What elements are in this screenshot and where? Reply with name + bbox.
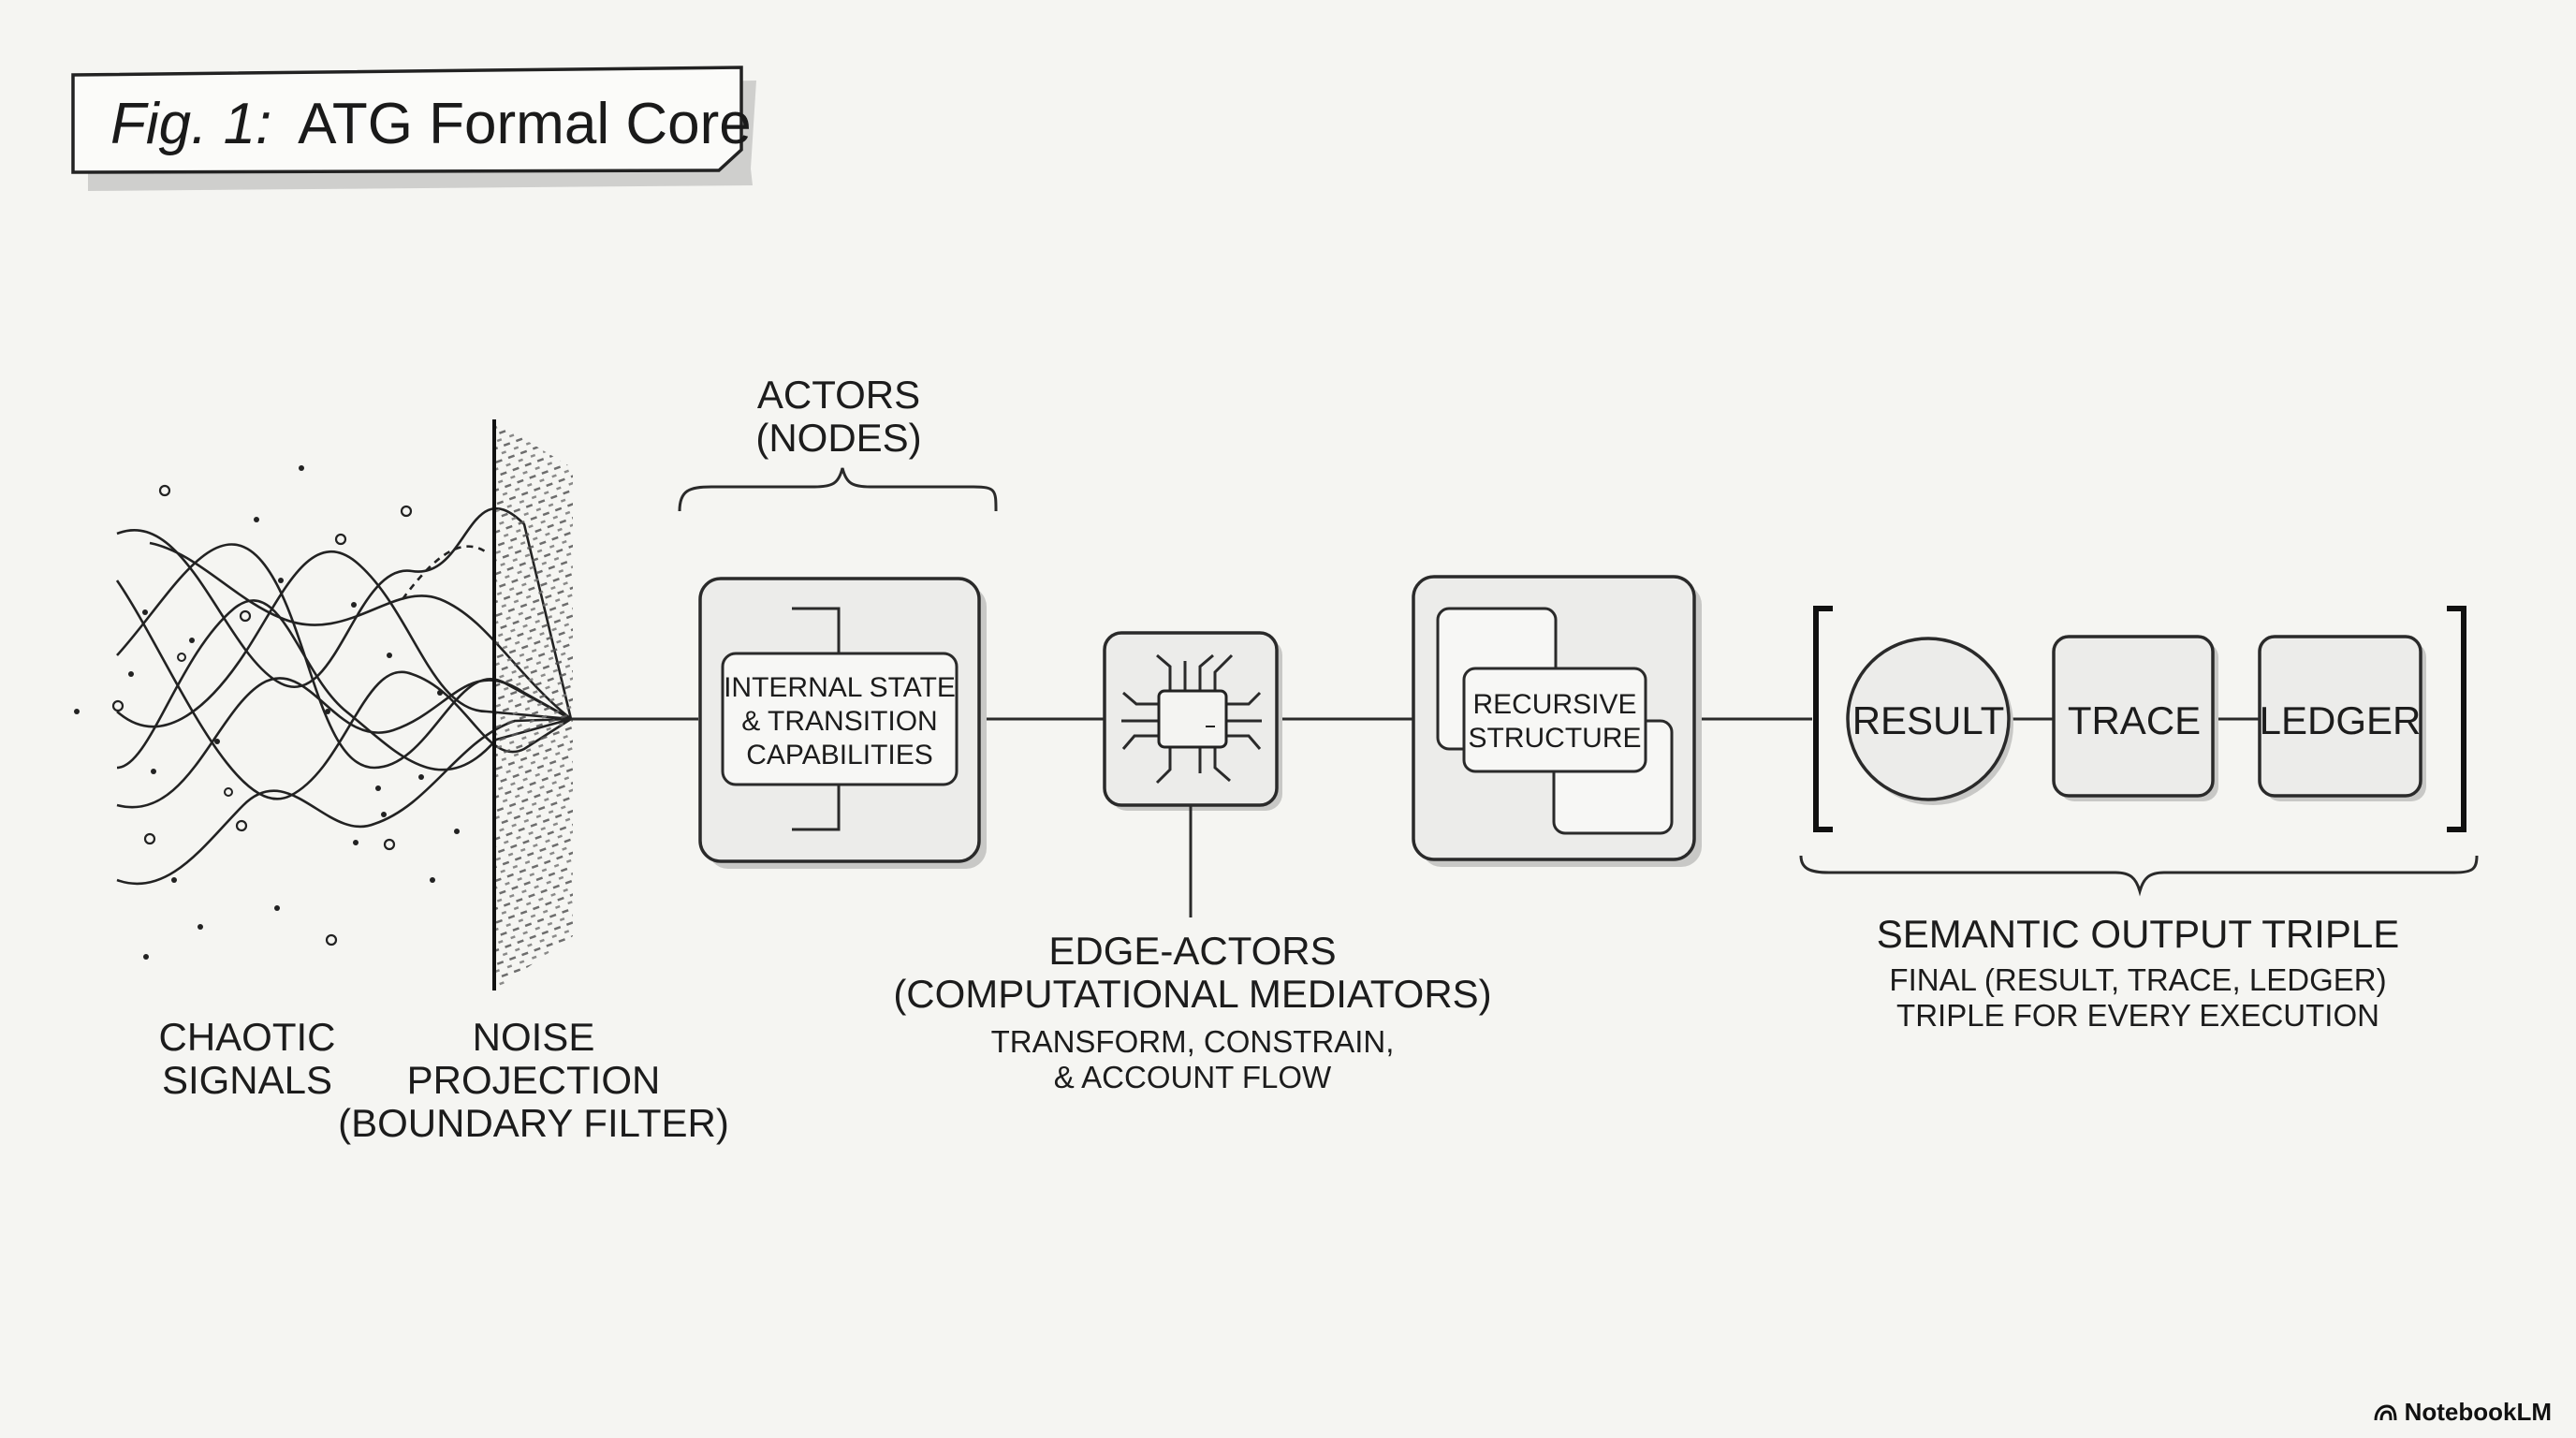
output-bracket-left <box>1813 606 1833 832</box>
ledger-label: LEDGER <box>2260 698 2422 742</box>
figure-number: Fig. 1: <box>110 92 271 156</box>
notebooklm-brand: NotebookLM <box>2373 1398 2552 1427</box>
actors-header-line1: ACTORS <box>757 373 920 417</box>
output-triple-desc-line2: TRIPLE FOR EVERY EXECUTION <box>1896 998 2379 1033</box>
recursive-structure-node <box>1412 575 1702 867</box>
actors-node <box>698 577 987 869</box>
actors-inner-line1: INTERNAL STATE <box>724 672 956 703</box>
result-label: RESULT <box>1852 698 2005 742</box>
output-triple-desc-line1: FINAL (RESULT, TRACE, LEDGER) <box>1889 962 2386 997</box>
noise-label-line1: NOISE <box>473 1015 595 1059</box>
chaotic-label-line1: CHAOTIC <box>159 1015 336 1059</box>
noise-label-line3: (BOUNDARY FILTER) <box>338 1101 729 1145</box>
brand-name: NotebookLM <box>2404 1398 2552 1426</box>
edge-actors-desc-line2: & ACCOUNT FLOW <box>1054 1060 1332 1094</box>
edge-actors-label-line2: (COMPUTATIONAL MEDIATORS) <box>893 972 1491 1016</box>
output-triple-title: SEMANTIC OUTPUT TRIPLE <box>1877 912 2400 956</box>
figure-title: Fig. 1: ATG Formal Core <box>71 66 756 191</box>
edge-actor-chip <box>1103 631 1282 811</box>
trace-node <box>2052 635 2218 801</box>
edge-actors-label-line1: EDGE-ACTORS <box>1048 929 1336 973</box>
recursive-line1: RECURSIVE <box>1472 689 1636 720</box>
chaotic-signals-graphic <box>74 465 573 960</box>
internal-state-box <box>721 652 959 786</box>
figure-title-text: ATG Formal Core <box>298 92 752 156</box>
chaotic-label-line2: SIGNALS <box>162 1058 332 1102</box>
output-brace <box>1799 855 2479 897</box>
actors-inner-line3: CAPABILITIES <box>746 740 933 770</box>
noise-label-line2: PROJECTION <box>407 1058 661 1102</box>
svg-text:Fig. 1: ATG Formal Core: Fig. 1: ATG Formal Core <box>110 92 752 156</box>
ledger-node <box>2258 635 2426 801</box>
trace-label: TRACE <box>2068 698 2201 742</box>
output-bracket-right <box>2447 606 2466 832</box>
actors-brace <box>678 467 998 512</box>
result-node <box>1846 637 2013 805</box>
recursive-line2: STRUCTURE <box>1469 723 1642 754</box>
edge-actors-desc-line1: TRANSFORM, CONSTRAIN, <box>991 1024 1395 1059</box>
actors-inner-line2: & TRANSITION <box>741 706 937 737</box>
notebooklm-logo-icon <box>2374 1403 2397 1420</box>
actors-header-line2: (NODES) <box>755 416 921 460</box>
noise-filter-graphic <box>492 419 573 990</box>
